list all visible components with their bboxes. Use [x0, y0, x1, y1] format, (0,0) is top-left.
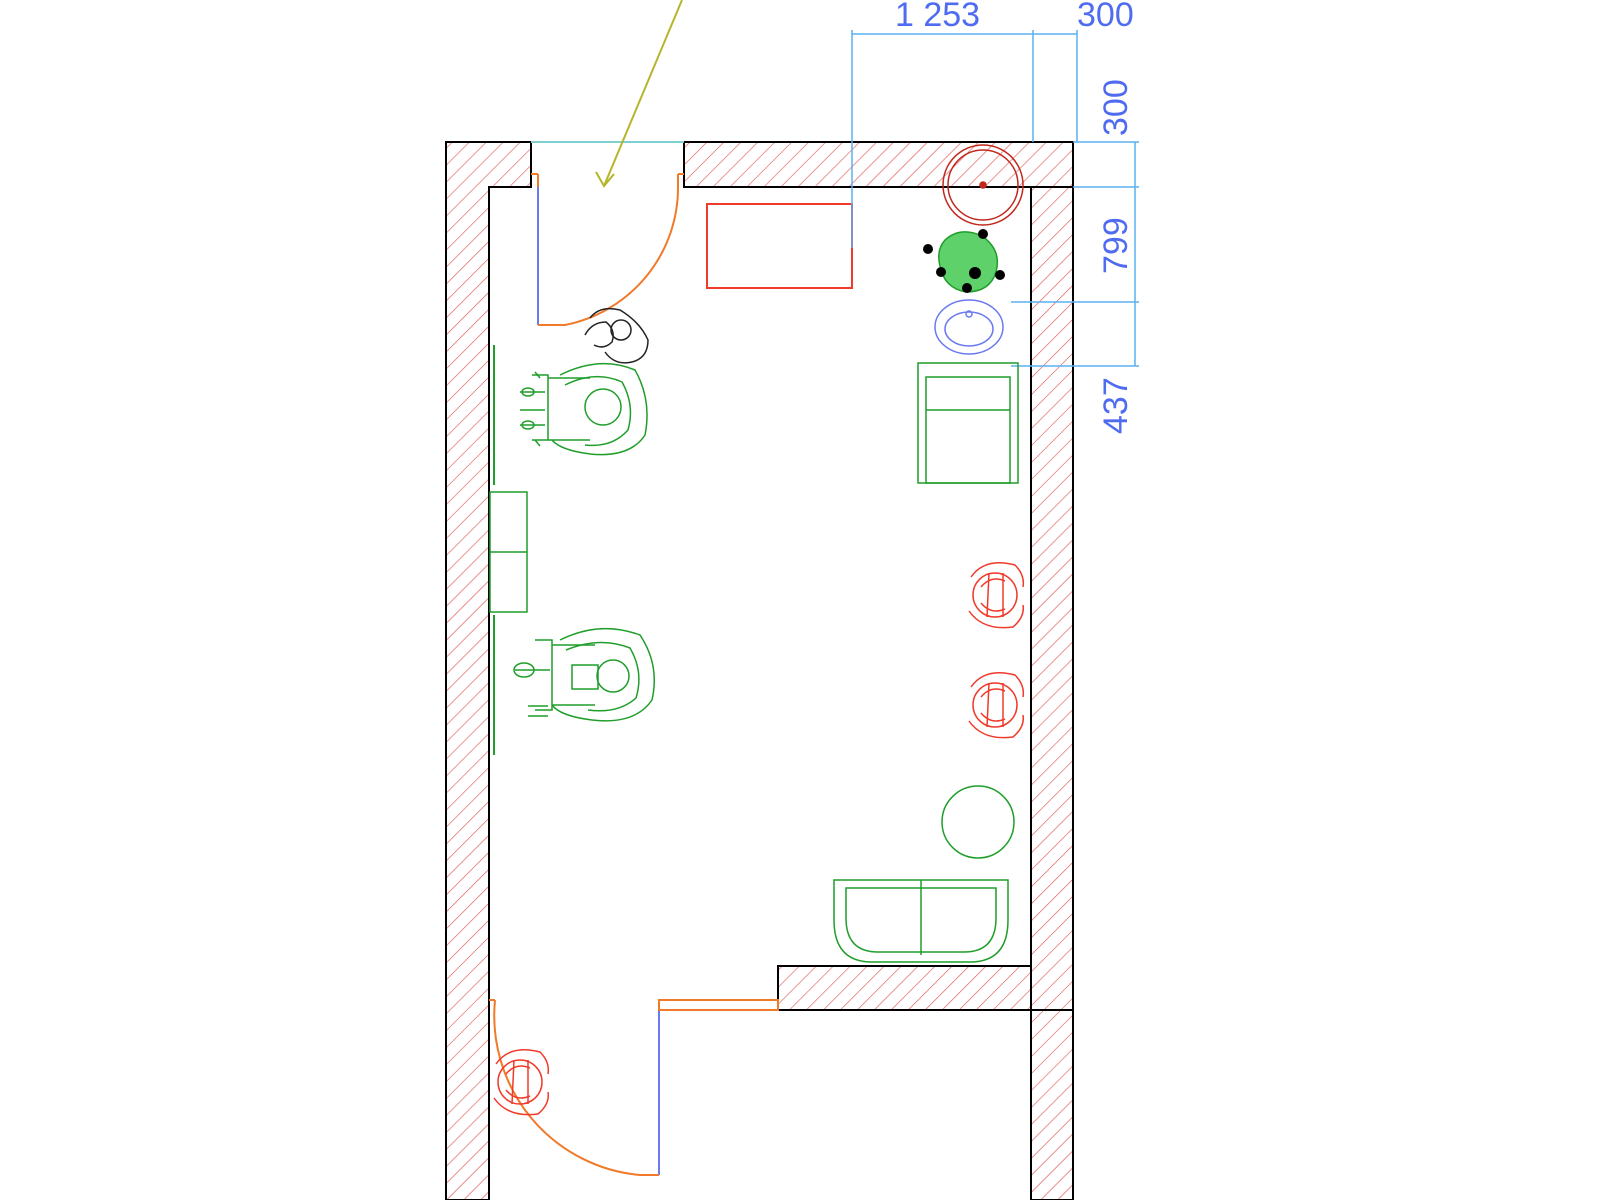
- right-wall: [1030, 186, 1074, 1011]
- lower-right-wall: [1030, 1009, 1074, 1200]
- sink: [934, 299, 1004, 355]
- round-coffee-table: [941, 785, 1015, 859]
- walls: [445, 141, 1074, 1200]
- dimension-labels: 1 253 300 300 799 437: [895, 0, 1135, 434]
- dim-right-middle: 799: [1097, 217, 1135, 274]
- dim-right-bottom: 437: [1097, 377, 1135, 434]
- round-side-table: [942, 144, 1024, 226]
- dim-right-top: 300: [1097, 79, 1135, 136]
- red-chair: [493, 1049, 550, 1116]
- plant-pot: [923, 229, 1005, 293]
- top-wall: [683, 141, 1074, 188]
- threshold: [658, 999, 779, 1011]
- sofa: [833, 879, 1009, 963]
- partition-wall: [777, 965, 1032, 1011]
- lower-door: [489, 999, 779, 1176]
- red-chair: [968, 672, 1025, 739]
- dimension-lines: [851, 30, 1139, 367]
- pointer-arrow: [595, 0, 683, 188]
- dim-top-offset: 300: [1077, 0, 1134, 34]
- door-swing-arc: [493, 999, 659, 1176]
- entrance-door: [531, 173, 684, 326]
- armchair: [917, 362, 1019, 484]
- salon-chair-with-client-2: [513, 627, 655, 722]
- black-outline-item: [584, 307, 649, 364]
- door-swing-arc: [538, 186, 680, 326]
- salon-chair-with-client: [520, 362, 648, 456]
- wall-counter: [489, 345, 528, 755]
- left-wall: [445, 141, 532, 1200]
- red-desk: [706, 203, 853, 289]
- red-chair: [968, 562, 1025, 629]
- dim-top-width: 1 253: [895, 0, 980, 34]
